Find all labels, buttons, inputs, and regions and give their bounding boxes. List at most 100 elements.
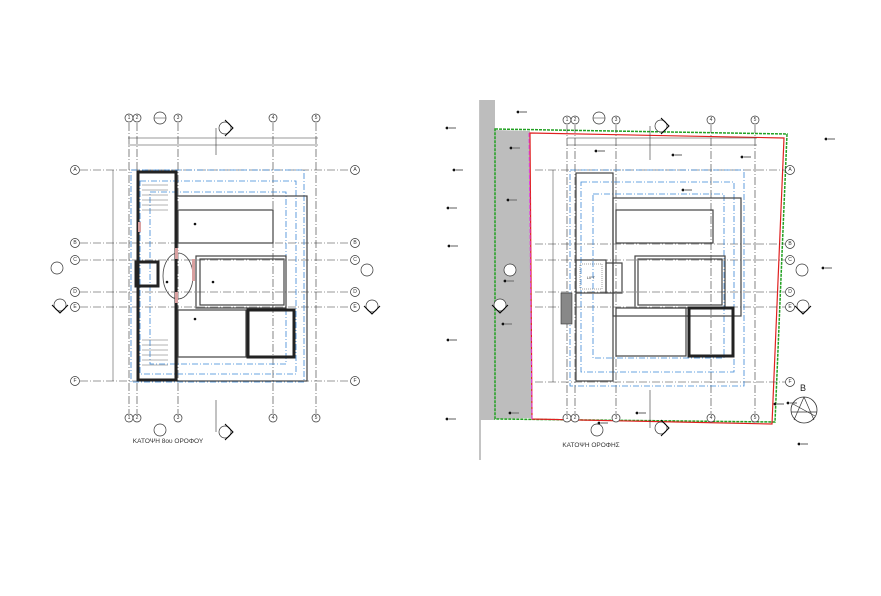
- grid-label: F: [353, 378, 356, 384]
- grid-label: C: [788, 257, 792, 263]
- grid-label: 5: [315, 415, 318, 421]
- north-arrow: B: [790, 383, 818, 424]
- level-marker: [508, 411, 512, 415]
- grid-bubble: [706, 413, 716, 423]
- grid-label: 2: [136, 415, 139, 421]
- grid-label: C: [73, 257, 77, 263]
- stair-roof: [605, 262, 623, 294]
- grid-label: 3: [615, 415, 618, 421]
- section-marker: [503, 263, 517, 277]
- room-middle-inner: [199, 258, 285, 306]
- grid-label: 4: [272, 115, 275, 121]
- grid-bubble: [311, 113, 321, 123]
- room-lower-right: [246, 308, 296, 359]
- grid-label: 3: [177, 115, 180, 121]
- grid-label: 1: [566, 117, 569, 123]
- section-marker: [363, 299, 381, 315]
- grid-label: 3: [615, 117, 618, 123]
- grid-bubble: [785, 377, 795, 387]
- setback-line: [592, 193, 725, 359]
- grid-bubble: [611, 115, 621, 125]
- grid-bubble: [173, 413, 183, 423]
- grid-bubble: [268, 413, 278, 423]
- section-marker: [215, 400, 234, 441]
- roof-outline: [612, 197, 742, 317]
- grid-bubble: [750, 115, 760, 125]
- section-marker: [592, 111, 606, 125]
- section-marker: [51, 298, 69, 314]
- level-marker: [773, 402, 777, 406]
- grid-bubble: [311, 413, 321, 423]
- grid-label: F: [788, 379, 791, 385]
- section-marker: [215, 119, 234, 155]
- grid-label: 3: [177, 415, 180, 421]
- grid-label: 1: [128, 115, 131, 121]
- section-marker: [153, 111, 167, 125]
- grid-bubble: [70, 376, 80, 386]
- section-marker: [360, 263, 374, 277]
- grid-bubble: [70, 165, 80, 175]
- grid-label: 1: [566, 415, 569, 421]
- level-marker: [824, 137, 828, 141]
- door: [192, 259, 195, 281]
- grid-label: 5: [315, 115, 318, 121]
- level-marker: [671, 153, 675, 157]
- grid-label: 2: [136, 115, 139, 121]
- door: [175, 248, 178, 259]
- level-marker: [446, 338, 450, 342]
- setback-line: [139, 180, 297, 375]
- section-marker: [649, 117, 670, 160]
- grid-bubble: [70, 238, 80, 248]
- grid-bubble: [785, 165, 795, 175]
- section-marker: [794, 299, 812, 315]
- grid-label: E: [353, 304, 357, 310]
- plot-boundary: [529, 132, 785, 425]
- grid-label: D: [788, 289, 792, 295]
- stair-core: [136, 170, 178, 382]
- grid-label: 2: [574, 117, 577, 123]
- level-marker: [797, 442, 801, 446]
- grid-bubble: [350, 238, 360, 248]
- grid-label: B: [73, 240, 77, 246]
- section-marker: [649, 390, 670, 437]
- level-marker: [635, 411, 639, 415]
- grid-bubble: [350, 165, 360, 175]
- grid-bubble: [350, 287, 360, 297]
- grid-bubble: [350, 376, 360, 386]
- roof-room-lower-right: [687, 306, 735, 358]
- lift-shaft: [134, 260, 160, 288]
- roof-room-lower: [615, 307, 687, 357]
- grid-label: 4: [710, 117, 713, 123]
- grid-label: A: [788, 167, 792, 173]
- roof-room-middle-inner: [637, 258, 723, 306]
- grid-label: E: [73, 304, 77, 310]
- road: [480, 100, 495, 420]
- door: [175, 292, 178, 303]
- grid-bubble: [350, 302, 360, 312]
- grid-label: 1: [128, 415, 131, 421]
- grid-label: C: [353, 257, 357, 263]
- room-upper: [177, 209, 274, 244]
- section-marker: [795, 263, 809, 277]
- level-marker: [506, 198, 510, 202]
- grid-bubble: [706, 115, 716, 125]
- room-middle: [195, 255, 287, 309]
- grid-bubble: [350, 255, 360, 265]
- level-marker: [597, 421, 601, 425]
- grid-label: D: [353, 289, 357, 295]
- door: [138, 222, 141, 232]
- setback-line: [149, 191, 287, 365]
- north-label: B: [800, 383, 806, 393]
- section-marker: [590, 423, 604, 437]
- grid-label: 2: [574, 415, 577, 421]
- grid-label: 5: [754, 117, 757, 123]
- level-marker: [821, 266, 825, 270]
- grid-bubble: [785, 287, 795, 297]
- roof-room-upper: [615, 209, 714, 244]
- section-marker: [153, 423, 167, 437]
- grid-label: 5: [754, 415, 757, 421]
- grid-label: E: [788, 304, 792, 310]
